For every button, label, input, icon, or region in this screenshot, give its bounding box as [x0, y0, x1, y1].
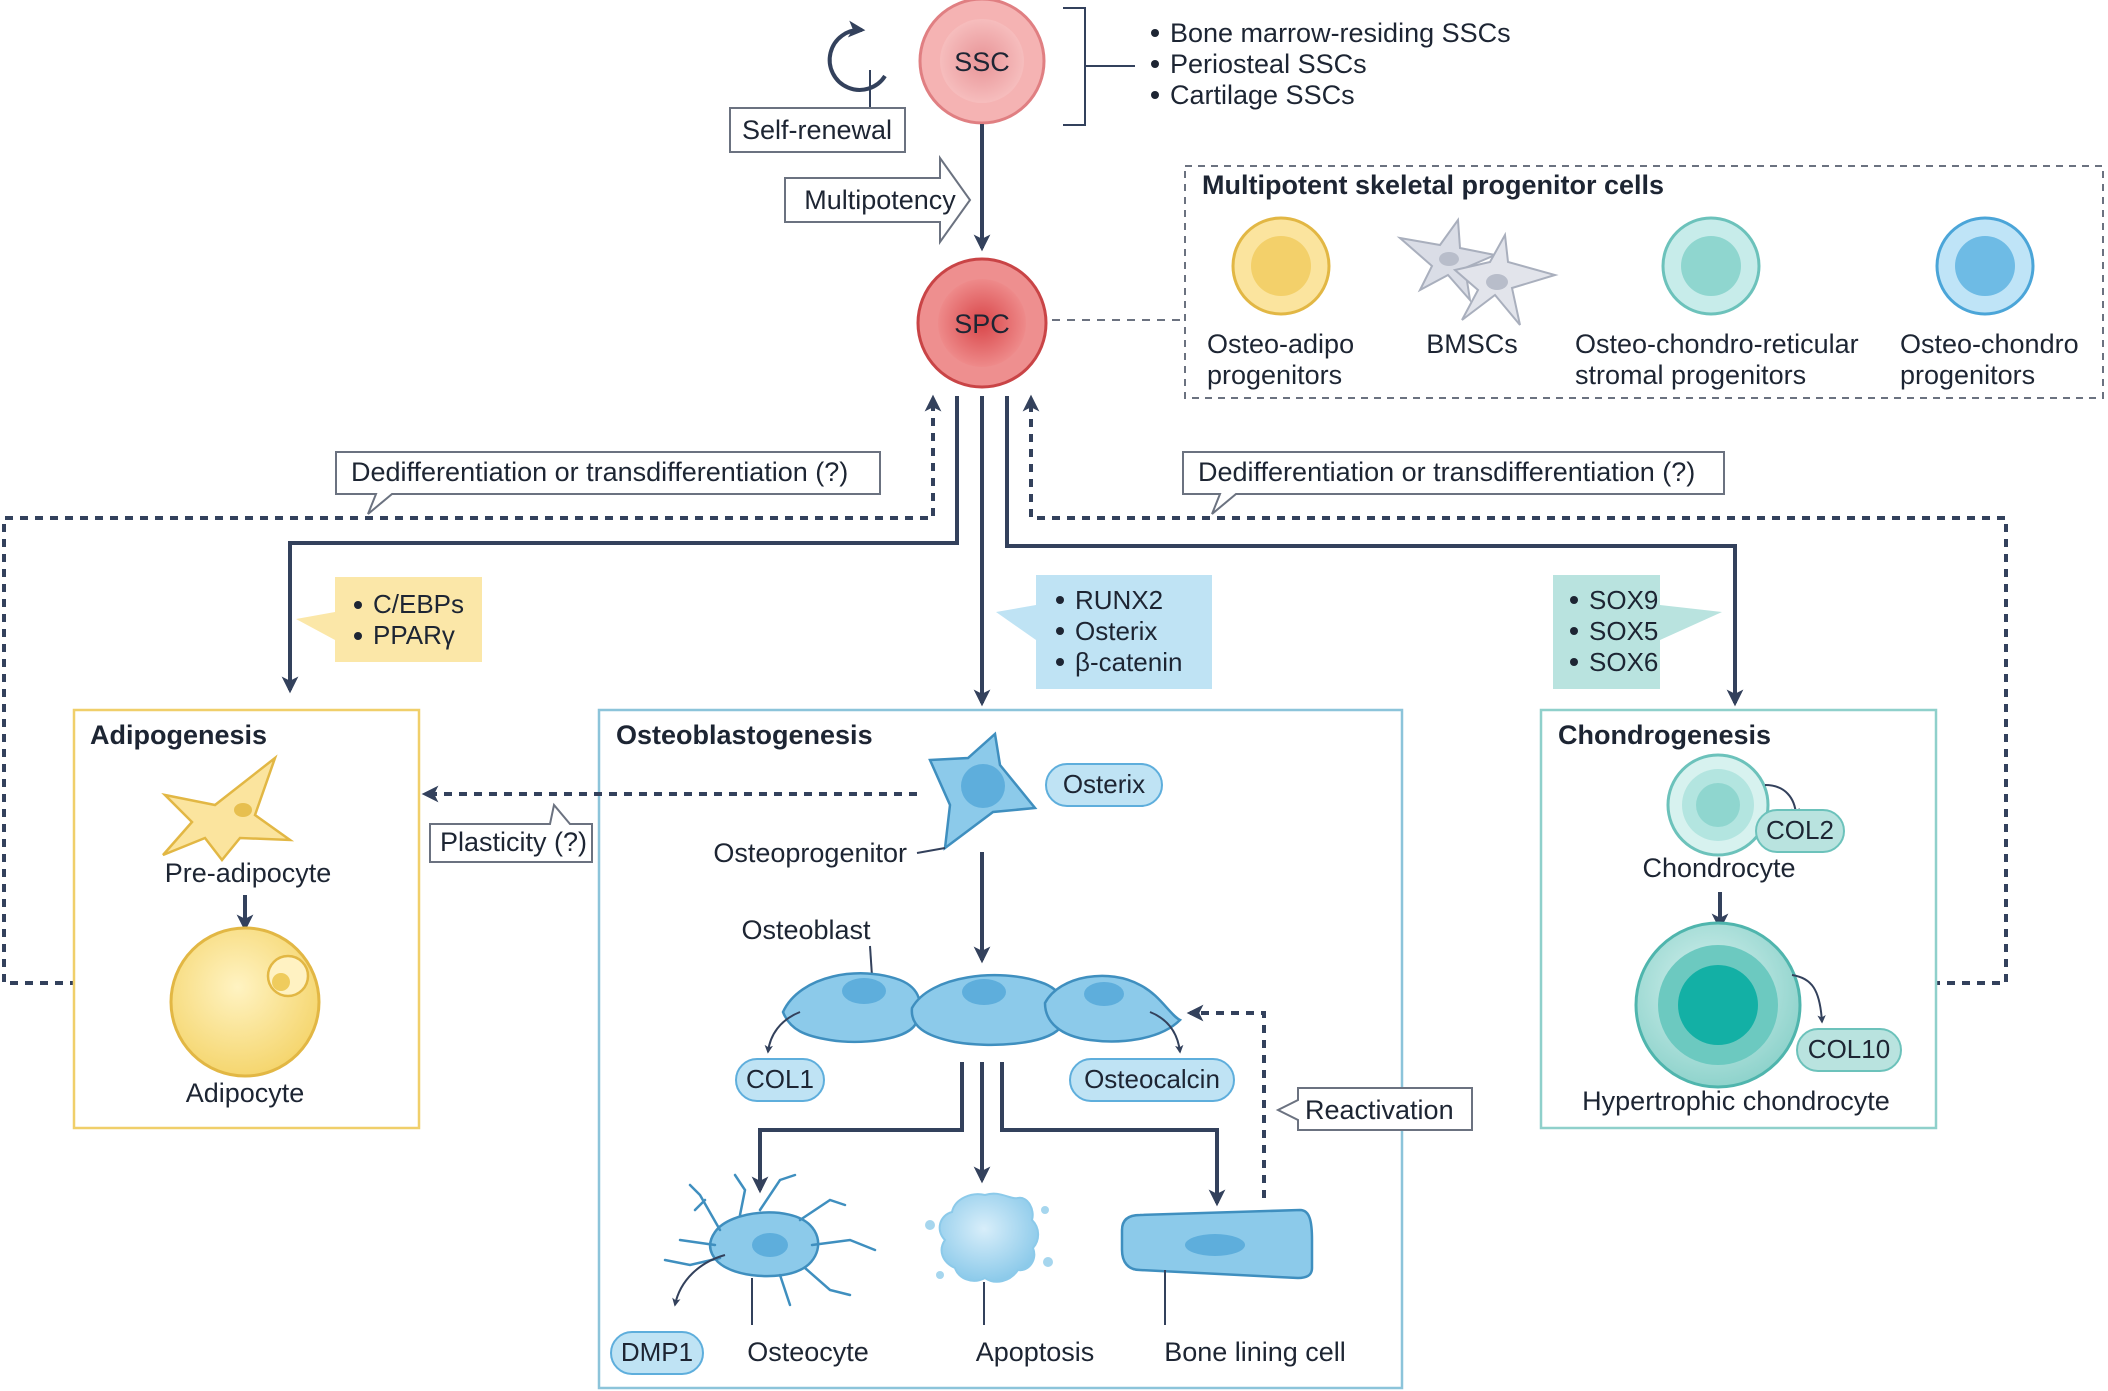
adipo-dedifferentiation-path — [2, 394, 942, 985]
plasticity-callout: Plasticity (?) — [429, 802, 593, 863]
progenitor-3-line1: Osteo-chondro-reticular — [1575, 329, 1859, 359]
progenitor-1-line1: Osteo-adipo — [1207, 329, 1354, 359]
ssc-bracket — [1063, 7, 1086, 126]
ssc-label: SSC — [954, 47, 1010, 77]
bmsc-cells — [1396, 217, 1559, 326]
col1-arrow — [764, 1011, 801, 1054]
osteocalcin-label: Osteocalcin — [1084, 1064, 1220, 1094]
self-renewal-icon — [827, 20, 887, 92]
reactivation-arrow — [1186, 1004, 1266, 1198]
apoptosis-label: Apoptosis — [976, 1337, 1095, 1367]
osteoblast-leader — [869, 945, 873, 977]
col2-badge: COL2 — [1755, 809, 1845, 853]
adipo-factor-2: PPARγ — [373, 620, 455, 650]
reactivation-callout: Reactivation — [1275, 1087, 1473, 1131]
hypertrophic-chondrocyte-label: Hypertrophic chondrocyte — [1582, 1086, 1890, 1116]
adipo-factor-1: C/EBPs — [373, 589, 464, 619]
reactivation-label: Reactivation — [1305, 1095, 1454, 1125]
bone-lining-cell — [1120, 1208, 1314, 1280]
osteo-chondro-progenitor-cell — [1935, 216, 2035, 316]
multipotency-callout: Multipotency — [784, 154, 972, 246]
adipocyte-label: Adipocyte — [186, 1078, 305, 1108]
dmp1-badge: DMP1 — [610, 1331, 704, 1375]
adipocyte-cell — [169, 926, 321, 1078]
osteo-factors-callout: RUNX2 Osterix β-catenin — [996, 575, 1212, 689]
chondrocyte-label: Chondrocyte — [1642, 853, 1795, 883]
osterix-badge-label: Osterix — [1063, 769, 1145, 799]
ssc-types-list: Bone marrow-residing SSCs Periosteal SSC… — [1151, 18, 1511, 110]
progenitor-panel: Multipotent skeletal progenitor cells Os… — [1184, 165, 2104, 399]
ssc-type-1: Bone marrow-residing SSCs — [1170, 18, 1511, 48]
self-renewal-callout: Self-renewal — [729, 107, 906, 153]
osteoprogenitor-cell — [928, 731, 1038, 851]
osteoprogenitor-label: Osteoprogenitor — [713, 838, 907, 868]
spc-cell: SPC — [916, 257, 1048, 389]
apoptosis-cell — [925, 1192, 1053, 1283]
osterix-badge: Osterix — [1045, 763, 1163, 807]
chondrogenesis-title: Chondrogenesis — [1558, 720, 1771, 750]
col1-badge: COL1 — [735, 1058, 825, 1102]
dmp1-arrow — [672, 1254, 726, 1307]
osteoblast-cells — [781, 972, 1183, 1047]
col10-arrow — [1791, 974, 1826, 1024]
osteoblastogenesis-panel: Osteoblastogenesis Osteoprogenitor Oster… — [421, 708, 1473, 1390]
progenitor-1-line2: progenitors — [1207, 360, 1342, 390]
chondro-factor-3: SOX6 — [1589, 647, 1658, 677]
chondro-factor-1: SOX9 — [1589, 585, 1658, 615]
spc-label: SPC — [954, 309, 1010, 339]
dmp1-label: DMP1 — [621, 1337, 693, 1367]
plasticity-label: Plasticity (?) — [440, 827, 587, 857]
osteo-factor-2: Osterix — [1075, 616, 1157, 646]
bone-lining-label: Bone lining cell — [1164, 1337, 1346, 1367]
pre-adipocyte-label: Pre-adipocyte — [165, 858, 332, 888]
self-renewal-label: Self-renewal — [742, 115, 892, 145]
dedifferentiation-callout-right: Dedifferentiation or transdifferentiatio… — [1182, 451, 1725, 515]
spc-to-chondrogenesis-arrow — [1005, 396, 1744, 707]
osteocyte-cell — [663, 1173, 877, 1307]
progenitor-panel-title: Multipotent skeletal progenitor cells — [1202, 170, 1664, 200]
osteoblast-label: Osteoblast — [741, 915, 871, 945]
osteo-factor-1: RUNX2 — [1075, 585, 1163, 615]
chondro-factors-callout: SOX9 SOX5 SOX6 — [1553, 575, 1722, 689]
spc-to-adipogenesis-arrow — [281, 396, 959, 694]
osteo-factor-3: β-catenin — [1075, 647, 1182, 677]
osteocalcin-arrow — [1149, 1011, 1184, 1054]
chondrogenesis-panel: Chondrogenesis COL2 Chondrocyte COL10 Hy… — [1539, 708, 1938, 1130]
osteoblast-to-osteocyte-arrow — [751, 1062, 964, 1194]
osteo-chondro-reticular-progenitor-cell — [1661, 216, 1761, 316]
chondrocyte-cell — [1666, 753, 1770, 857]
adipogenesis-title: Adipogenesis — [90, 720, 267, 750]
osteoprogenitor-leader — [916, 847, 946, 854]
hypertrophic-chondrocyte-cell — [1634, 921, 1802, 1089]
progenitor-3-line2: stromal progenitors — [1575, 360, 1806, 390]
pre-adipocyte-cell — [161, 754, 295, 863]
col10-badge: COL10 — [1796, 1028, 1902, 1072]
col1-label: COL1 — [746, 1064, 814, 1094]
chondro-factor-2: SOX5 — [1589, 616, 1658, 646]
col2-label: COL2 — [1766, 815, 1834, 845]
osteocyte-label: Osteocyte — [747, 1337, 869, 1367]
progenitor-4-line1: Osteo-chondro — [1900, 329, 2079, 359]
progenitor-4-line2: progenitors — [1900, 360, 2035, 390]
osteo-adipo-progenitor-cell — [1231, 216, 1331, 316]
osteoblastogenesis-title: Osteoblastogenesis — [616, 720, 873, 750]
adipo-factors-callout: C/EBPs PPARγ — [296, 577, 482, 662]
progenitor-2-line1: BMSCs — [1426, 329, 1518, 359]
adipogenesis-panel: Adipogenesis Pre-adipocyte Adipocyte — [72, 708, 421, 1130]
dedifferentiation-right-label: Dedifferentiation or transdifferentiatio… — [1198, 457, 1695, 487]
dedifferentiation-callout-left: Dedifferentiation or transdifferentiatio… — [335, 451, 881, 515]
ssc-type-2: Periosteal SSCs — [1170, 49, 1367, 79]
col10-label: COL10 — [1808, 1034, 1890, 1064]
ssc-cell: SSC — [918, 0, 1046, 125]
multipotency-label: Multipotency — [804, 185, 956, 215]
osteocalcin-badge: Osteocalcin — [1069, 1058, 1235, 1102]
osteoblast-to-lining-arrow — [1000, 1062, 1226, 1207]
dedifferentiation-left-label: Dedifferentiation or transdifferentiatio… — [351, 457, 848, 487]
ssc-type-3: Cartilage SSCs — [1170, 80, 1355, 110]
